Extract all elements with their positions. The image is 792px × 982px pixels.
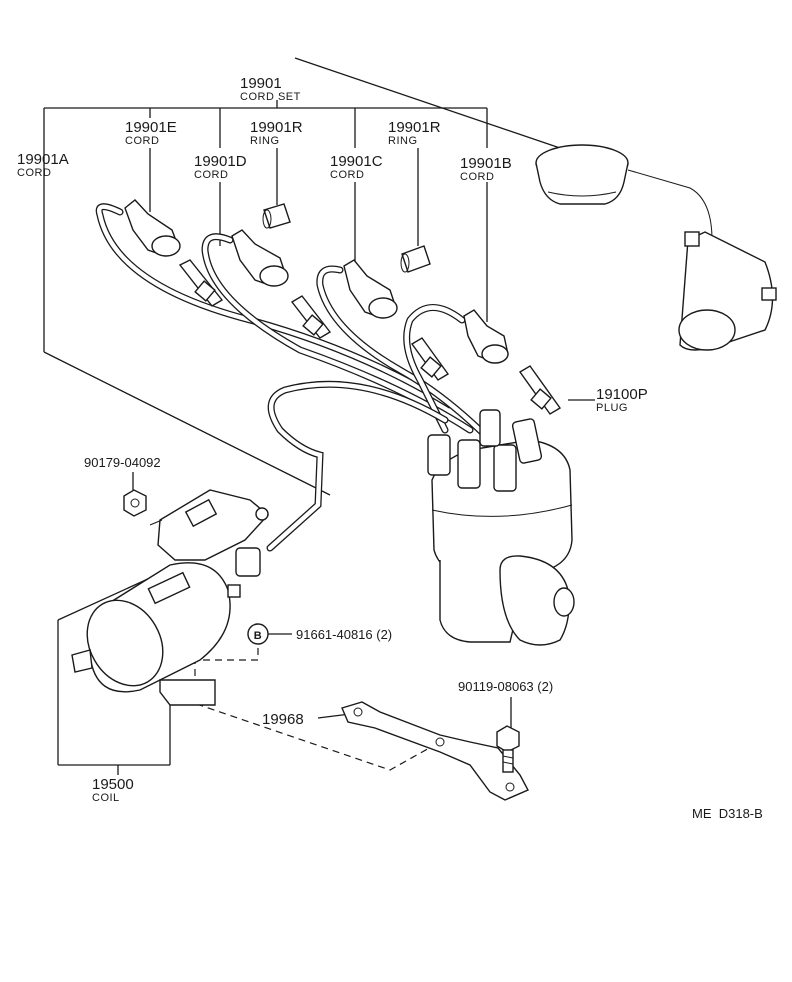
cord-b-name: CORD [460, 171, 494, 183]
cord-d-number: 19901D [194, 153, 247, 170]
nut-number: 90179-04092 [84, 455, 161, 470]
ring-1-number: 19901R [250, 119, 303, 136]
spark-plug-4 [518, 365, 562, 415]
nut-part [123, 489, 147, 517]
part-labels: 19901 CORD SET 19901E CORD 19901R RING 1… [17, 75, 763, 821]
coil-name: COIL [92, 792, 120, 804]
boot-cord-e [124, 199, 181, 257]
boot-cord-d [231, 229, 289, 287]
cord-e-number: 19901E [125, 119, 177, 136]
spark-plugs [178, 259, 562, 415]
wire-boots [124, 199, 509, 364]
rings [262, 203, 431, 273]
boot-cord-b [463, 309, 509, 364]
bolt-part [496, 725, 520, 773]
cord-a-number: 19901A [17, 151, 69, 168]
bolt-number: 90119-08063 (2) [458, 679, 553, 694]
coil-number: 19500 [92, 776, 134, 793]
cord-b-number: 19901B [460, 155, 512, 172]
boot-cord-c [343, 259, 398, 319]
screw-marker-letter: B [254, 630, 262, 642]
ring-2-number: 19901R [388, 119, 441, 136]
distributor-part [427, 409, 575, 646]
spark-plug-1 [178, 259, 224, 307]
ring-1-name: RING [250, 135, 280, 147]
cord-set-name: CORD SET [240, 91, 301, 103]
assembly-dashed-lines [184, 648, 441, 771]
spark-plug-2 [290, 295, 332, 339]
screw-marker: B [247, 623, 269, 645]
screw-number: 91661-40816 (2) [296, 627, 392, 642]
bracket-number: 19968 [262, 711, 304, 728]
igniter-part [149, 489, 270, 577]
ring-part-1 [262, 203, 291, 229]
cord-a-name: CORD [17, 167, 51, 179]
cord-c-name: CORD [330, 169, 364, 181]
cord-d-name: CORD [194, 169, 228, 181]
cord-c-number: 19901C [330, 153, 383, 170]
diagram-code: ME D318-B [692, 806, 763, 821]
ring-part-2 [400, 245, 431, 273]
spark-plug-3 [410, 337, 450, 381]
ring-2-name: RING [388, 135, 418, 147]
cord-set-number: 19901 [240, 75, 282, 92]
plug-name: PLUG [596, 402, 628, 414]
radiator-cap-part [535, 144, 777, 351]
bracket-part [341, 701, 529, 801]
leader-lines [43, 57, 595, 775]
ignition-wires [95, 203, 494, 552]
plug-number: 19100P [596, 386, 648, 403]
cord-e-name: CORD [125, 135, 159, 147]
coil-part [71, 562, 241, 706]
